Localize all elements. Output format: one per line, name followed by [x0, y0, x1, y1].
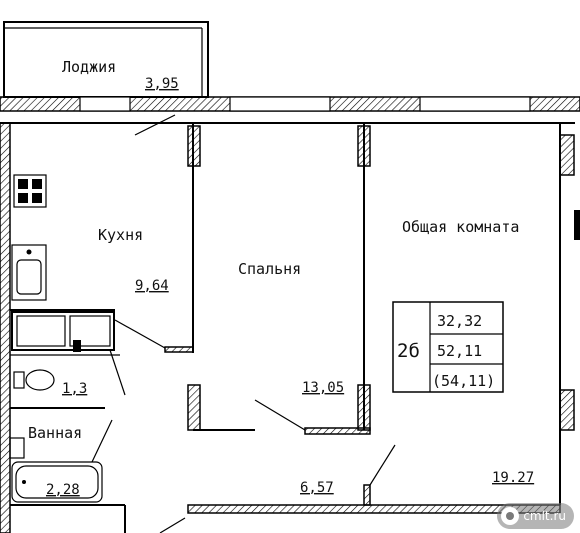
- toilet-icon: [13, 369, 55, 391]
- exterior-wall-left: [0, 122, 11, 533]
- living-area: 19.27: [492, 470, 534, 486]
- loggia-name: Лоджия: [62, 58, 116, 76]
- pillar-1-bottom: [187, 384, 201, 431]
- wc-area: 1,3: [62, 381, 87, 397]
- bath-name: Ванная: [28, 424, 82, 442]
- window-bedroom: [229, 96, 331, 112]
- watermark: cmlt.ru: [497, 503, 574, 529]
- bathtub-icon: [11, 461, 103, 503]
- pillar-2-top: [357, 125, 371, 167]
- bedroom-wall-bottom-right: [304, 427, 371, 435]
- bathroom-sink-icon: [11, 311, 115, 352]
- living-area-value: 32,32: [437, 312, 482, 330]
- total-with-loggia-value: (54,11): [432, 372, 495, 390]
- bedroom-door-swing: [254, 399, 306, 431]
- entrance-door-swing: [159, 517, 186, 533]
- apartment-type: 2б: [397, 340, 420, 362]
- bath-door-swing: [91, 419, 113, 463]
- watermark-text: cmlt.ru: [523, 509, 566, 523]
- kitchen-door-jamb: [164, 346, 194, 353]
- kitchen-area: 9,64: [135, 278, 169, 294]
- living-door-jamb: [363, 484, 371, 506]
- hall-area: 6,57: [300, 480, 334, 496]
- total-area-value: 52,11: [437, 342, 482, 360]
- bedroom-name: Спальня: [238, 260, 301, 278]
- pillar-2-bottom: [357, 384, 371, 431]
- camera-icon: [501, 507, 520, 525]
- bath-area: 2,28: [46, 482, 80, 498]
- window-living: [419, 96, 531, 112]
- stove-icon: [13, 174, 47, 208]
- wc-door-swing: [109, 349, 126, 396]
- column-right-top: [559, 134, 575, 176]
- washbasin-icon: [9, 437, 25, 459]
- living-door-swing: [369, 444, 396, 486]
- loggia-area: 3,95: [145, 76, 179, 92]
- column-right-bottom: [559, 389, 575, 431]
- living-name: Общая комната: [402, 218, 519, 236]
- bedroom-area: 13,05: [302, 380, 344, 396]
- kitchen-sink-icon: [11, 244, 47, 301]
- kitchen-name: Кухня: [98, 226, 143, 244]
- pillar-1-top: [187, 125, 201, 167]
- window-kitchen: [79, 96, 131, 112]
- kitchen-door-swing: [114, 319, 166, 349]
- loggia-door-swing: [134, 114, 176, 136]
- summary-table: 2б 32,32 52,11 (54,11): [392, 301, 504, 393]
- wall-stub-right: [574, 210, 580, 240]
